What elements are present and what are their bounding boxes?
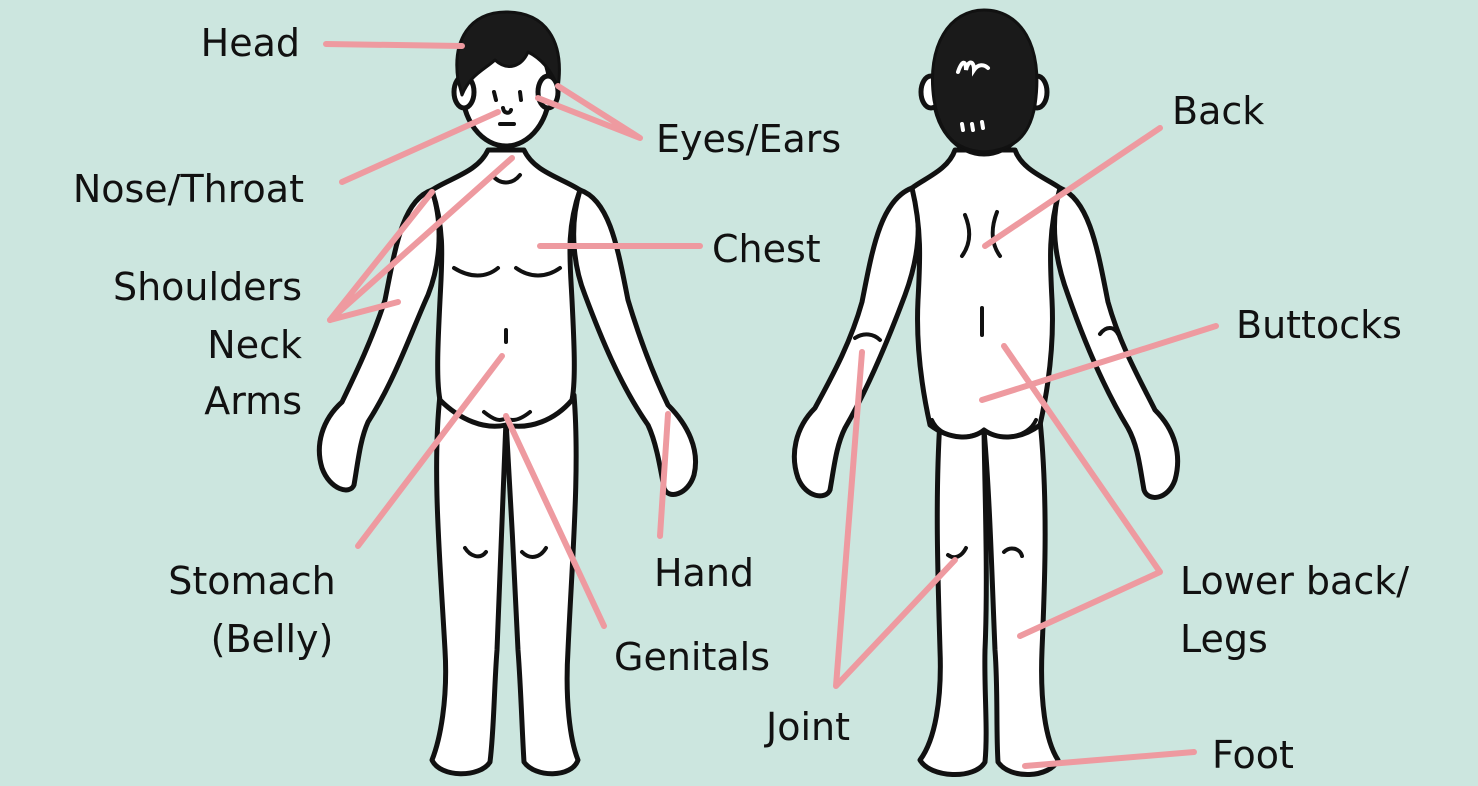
label-genitals: Genitals [614,635,770,679]
label-nose-throat: Nose/Throat [73,167,304,211]
label-shoulders: Shoulders [113,265,302,309]
label-arms: Arms [204,379,302,423]
front-torso [432,150,580,426]
label-back: Back [1172,89,1264,133]
label-belly: (Belly) [211,617,334,661]
label-legs: Legs [1180,617,1268,661]
label-buttocks: Buttocks [1236,303,1402,347]
label-head: Head [201,21,300,65]
label-chest: Chest [712,227,821,271]
label-joint: Joint [764,705,850,749]
label-hand: Hand [654,551,754,595]
label-stomach: Stomach [168,559,336,603]
label-neck: Neck [207,323,302,367]
front-left-leg [432,395,506,774]
label-lower-back: Lower back/ [1180,559,1409,603]
back-hair [932,10,1036,152]
label-foot: Foot [1212,733,1294,777]
label-eyes-ears: Eyes/Ears [656,117,841,161]
leader-head [326,44,462,46]
